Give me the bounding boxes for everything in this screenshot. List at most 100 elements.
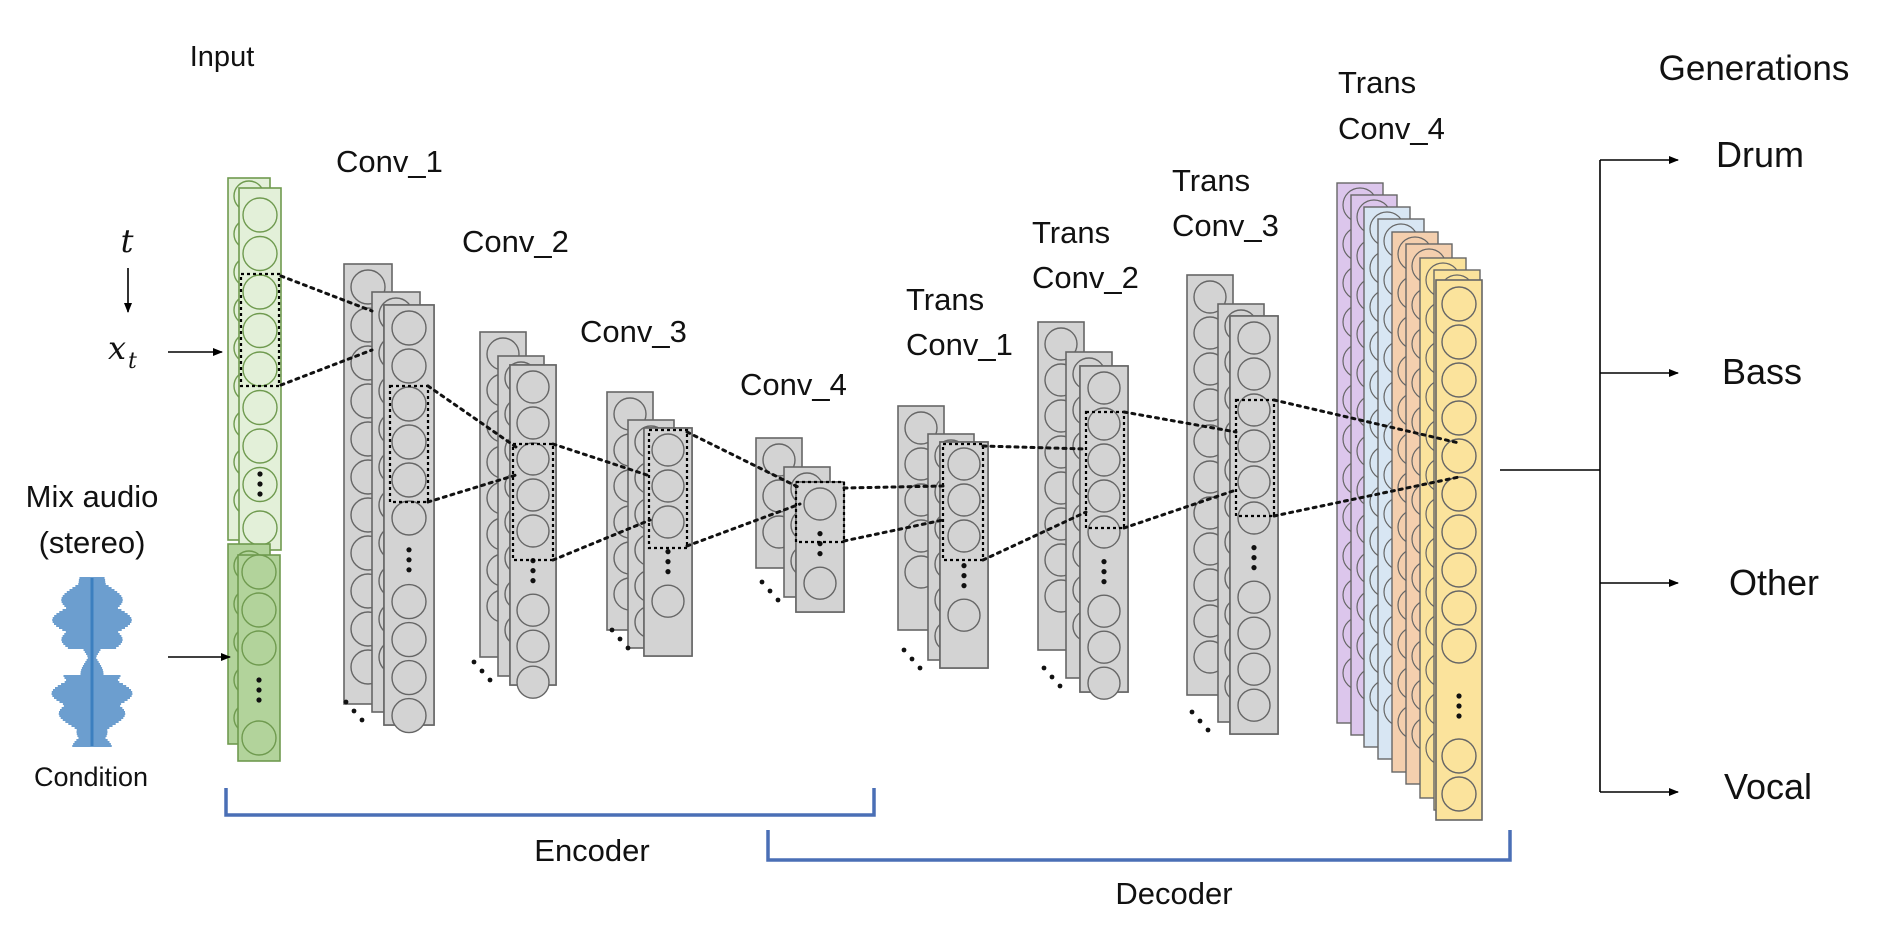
transconv3-layer-stack-ellipsis [1205,727,1211,733]
neuron [1441,438,1477,474]
receptive-field-connection [685,502,802,548]
neuron [242,274,278,310]
neuron [1087,443,1121,477]
receptive-field-connection [279,274,374,313]
neuron [1441,362,1477,398]
transconv4-layer [1336,182,1483,821]
neuron [1441,628,1477,664]
neuron [391,424,427,460]
neuron [1237,616,1271,650]
receptive-field-connection [279,348,374,387]
trans1-label-line2: Conv_1 [906,327,1013,362]
decoder-bracket [766,830,1512,862]
transconv1-layer-stack-ellipsis [917,665,923,671]
conv4-layer-receptive-field [794,480,846,544]
neuron [1441,590,1477,626]
neuron [651,469,685,503]
neuron [241,592,277,628]
conv4-layer-stack-ellipsis [767,588,773,594]
neuron [242,351,278,387]
neuron [651,433,685,467]
conv2-layer-stack-ellipsis [479,668,485,674]
transconv3-layer-stack-ellipsis [1189,709,1195,715]
conv1-layer-ellipsis [406,567,412,573]
neuron [391,386,427,422]
neuron [516,478,550,512]
neuron [242,389,278,426]
conv4-label: Conv_4 [740,367,847,402]
receptive-field-connection [842,518,945,543]
conv3-layer-receptive-field [647,428,689,550]
neuron [391,500,427,536]
neuron [1441,324,1477,360]
neuron [516,406,550,440]
conv4-layer-stack-ellipsis [775,597,781,603]
transconv2-layer-ellipsis [1101,579,1107,585]
neuron [242,235,278,272]
conv4-layer-stack-ellipsis [759,579,765,585]
conv4-layer-ellipsis [817,551,823,557]
conv3-layer-stack-ellipsis [617,636,623,642]
receptive-field-connection [685,430,802,490]
input-receptive-field [239,272,281,388]
neuron [1237,429,1271,463]
neuron [241,554,277,590]
output-vocal-label: Vocal [1724,766,1812,807]
neuron [516,629,550,663]
transconv1-layer-stack-ellipsis [909,656,915,662]
neuron [947,598,981,632]
conv3-layer-stack-ellipsis [609,627,615,633]
input-noisy-ellipsis [257,471,263,477]
neuron [1441,286,1477,322]
neuron [1441,776,1477,812]
neuron [1087,666,1121,700]
transconv2-layer-stack-ellipsis [1049,674,1055,680]
conv4-layer-ellipsis [817,531,823,537]
neuron [651,505,685,539]
transconv1-layer-ellipsis [961,573,967,579]
output-ellipsis [1456,703,1462,709]
output-bass-label: Bass [1722,351,1802,392]
neuron [947,483,981,517]
input-condition-ellipsis [256,677,262,683]
neuron [1237,652,1271,686]
receptive-field-connection [1272,398,1461,445]
neuron [1441,738,1477,774]
neuron [1441,552,1477,588]
neuron [516,593,550,627]
t-symbol: t [121,222,134,260]
conv3-layer-ellipsis [665,569,671,575]
output-drum-label: Drum [1716,134,1804,175]
neuron [1237,688,1271,722]
neuron [803,566,837,600]
trans4-label-line2: Conv_4 [1338,111,1445,146]
conv1-layer-stack-ellipsis [351,708,357,714]
conv1-label: Conv_1 [336,144,443,179]
trans3-label-line1: Trans [1172,163,1250,198]
transconv3-layer-stack-ellipsis [1197,718,1203,724]
input-condition-ellipsis [256,697,262,703]
conv2-layer-stack-ellipsis [487,677,493,683]
neuron [242,428,278,464]
receptive-field-connection [1272,475,1461,518]
neuron [803,487,837,521]
receptive-field-connection [551,518,652,562]
conv3-layer-ellipsis [665,559,671,565]
receptive-field-connection [981,444,1088,451]
neuron [1237,501,1271,535]
neuron [1237,580,1271,614]
output-fanout [1500,156,1679,796]
mix-audio-stereo-label: (stereo) [39,525,146,560]
transconv1-layer-stack-ellipsis [901,647,907,653]
output-ellipsis [1456,693,1462,699]
trans3-label-line2: Conv_3 [1172,208,1279,243]
neuron [1087,630,1121,664]
neuron [241,720,277,756]
input-noisy-ellipsis [257,481,263,487]
neuron [1087,594,1121,628]
receptive-field-connection [551,442,652,478]
neuron [1087,407,1121,441]
conv1-layer-ellipsis [406,557,412,563]
conv1-layer-receptive-field [388,384,430,504]
